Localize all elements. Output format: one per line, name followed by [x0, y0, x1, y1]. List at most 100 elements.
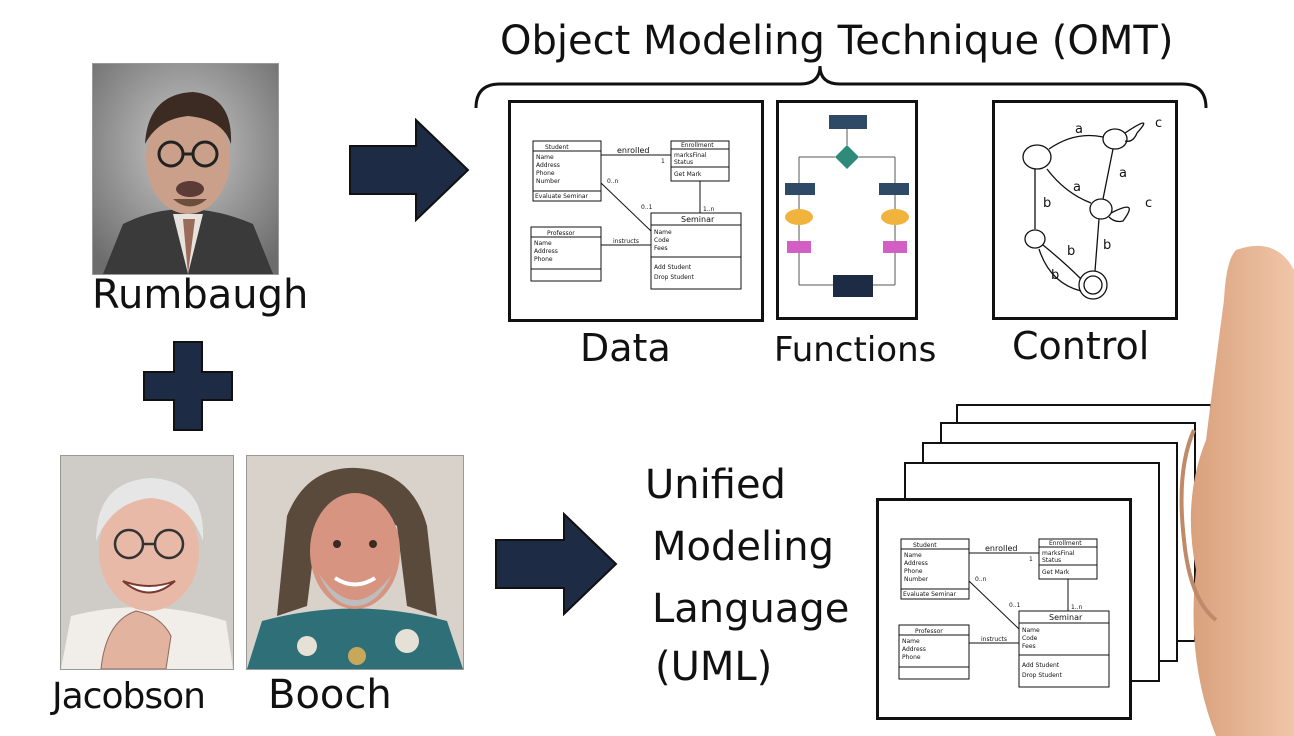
flow-oval: [881, 209, 909, 225]
transition-label: b: [1067, 244, 1075, 259]
class-diagram: Student Name Address Phone Number Evalua…: [530, 140, 742, 290]
enrollment-op: Get Mark: [674, 171, 702, 178]
seminar-attr: Fees: [1022, 643, 1036, 650]
plus-icon: [143, 341, 233, 431]
student-attr: Phone: [904, 568, 923, 575]
uml-line-4: (UML): [655, 644, 773, 690]
enrollment-attr: marksFinal: [1042, 550, 1075, 557]
enrolled-label: enrolled: [617, 146, 649, 155]
student-attr: Number: [536, 178, 561, 185]
omt-title: Object Modeling Technique (OMT): [500, 18, 1174, 64]
multiplicity-label: 1: [661, 158, 665, 165]
multiplicity-label: 1..n: [703, 206, 715, 213]
arrow-right-icon: [349, 118, 470, 222]
seminar-attr: Code: [654, 237, 670, 244]
state-node: [1024, 229, 1046, 249]
professor-class-name: Professor: [547, 230, 575, 237]
seminar-attr: Code: [1022, 635, 1038, 642]
student-op: Evaluate Seminar: [903, 591, 957, 598]
transition-label: b: [1103, 238, 1111, 253]
booch-portrait: [246, 455, 464, 670]
data-label: Data: [580, 326, 671, 370]
seminar-class-name: Seminar: [681, 215, 715, 224]
seminar-op: Add Student: [1022, 662, 1060, 669]
final-state-node: [1078, 270, 1108, 300]
student-attr: Name: [904, 552, 922, 559]
professor-attr: Phone: [534, 256, 553, 263]
professor-attr: Name: [902, 638, 920, 645]
jacobson-portrait: [60, 455, 234, 670]
multiplicity-label: 0..1: [641, 204, 653, 211]
enrolled-label: enrolled: [985, 544, 1017, 553]
rumbaugh-portrait: [92, 63, 279, 275]
transition-label: b: [1051, 268, 1059, 283]
state-diagram: a c a a b c b b b: [1022, 116, 1162, 300]
flowchart: [785, 115, 909, 297]
flow-pink-box: [883, 241, 907, 253]
transition-label: b: [1043, 196, 1051, 211]
transition-label: a: [1119, 166, 1127, 181]
professor-class-name: Professor: [915, 628, 943, 635]
flow-diamond: [835, 145, 859, 169]
transition-label: a: [1073, 180, 1081, 195]
functions-panel: [776, 100, 918, 320]
enrollment-attr: marksFinal: [674, 152, 707, 159]
presenter-hand: [1179, 245, 1294, 736]
arrow-right-icon: [495, 512, 618, 616]
student-attr: Address: [536, 162, 560, 169]
final-state-inner: [1083, 275, 1103, 295]
transition-label: c: [1145, 196, 1152, 211]
enrollment-class-name: Enrollment: [681, 142, 714, 149]
student-attr: Name: [536, 154, 554, 161]
instructs-label: instructs: [981, 636, 1007, 643]
professor-attr: Phone: [902, 654, 921, 661]
jacobson-name: Jacobson: [52, 676, 206, 717]
student-attr: Number: [904, 576, 929, 583]
flow-box: [785, 183, 815, 195]
seminar-class-name: Seminar: [1049, 613, 1083, 622]
seminar-attr: Name: [654, 229, 672, 236]
functions-label: Functions: [774, 330, 937, 370]
student-attr: Phone: [536, 170, 555, 177]
professor-attr: Name: [534, 240, 552, 247]
seminar-attr: Fees: [654, 245, 668, 252]
flow-box: [829, 115, 867, 129]
seminar-op: Drop Student: [654, 274, 695, 281]
uml-line-1: Unified: [645, 462, 786, 508]
enrollment-op: Get Mark: [1042, 569, 1070, 576]
state-node: [1089, 198, 1113, 220]
multiplicity-label: 0..n: [607, 178, 619, 185]
data-panel: Student Name Address Phone Number Evalua…: [508, 100, 764, 322]
flow-oval: [785, 209, 813, 225]
flow-box: [833, 275, 873, 297]
professor-attr: Address: [534, 248, 558, 255]
enrollment-class-name: Enrollment: [1049, 540, 1082, 547]
class-diagram: Student Name Address Phone Number Evalua…: [898, 538, 1110, 688]
state-node: [1102, 128, 1128, 150]
multiplicity-label: 1..n: [1071, 604, 1083, 611]
rumbaugh-name: Rumbaugh: [92, 272, 309, 318]
instructs-label: instructs: [613, 238, 639, 245]
curly-brace: [474, 65, 1208, 109]
enrollment-attr: Status: [674, 159, 693, 166]
multiplicity-label: 0..1: [1009, 602, 1021, 609]
flow-pink-box: [787, 241, 811, 253]
transition-label: c: [1155, 116, 1162, 131]
student-class-name: Student: [545, 144, 569, 151]
multiplicity-label: 1: [1029, 556, 1033, 563]
uml-line-2: Modeling: [652, 524, 834, 570]
booch-name: Booch: [268, 672, 392, 718]
professor-attr: Address: [902, 646, 926, 653]
student-attr: Address: [904, 560, 928, 567]
state-node: [1022, 144, 1052, 170]
control-panel: a c a a b c b b b: [992, 100, 1178, 320]
enrollment-attr: Status: [1042, 557, 1061, 564]
uml-front-diagram: Student Name Address Phone Number Evalua…: [876, 498, 1132, 720]
seminar-op: Add Student: [654, 264, 692, 271]
control-label: Control: [1012, 324, 1150, 368]
student-class-name: Student: [913, 542, 937, 549]
transition-label: a: [1075, 122, 1083, 137]
uml-line-3: Language: [652, 586, 850, 632]
multiplicity-label: 0..n: [975, 576, 987, 583]
seminar-attr: Name: [1022, 627, 1040, 634]
